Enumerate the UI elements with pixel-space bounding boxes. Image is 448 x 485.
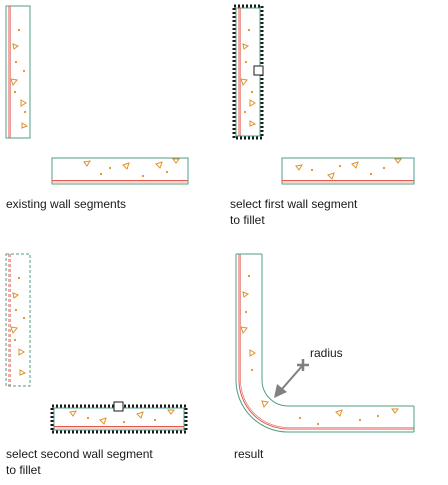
panel-result	[235, 253, 415, 433]
wall-outline	[5, 5, 31, 139]
wall-hatch	[69, 409, 175, 425]
wall-inner-line	[240, 254, 414, 428]
caption-select-second: select second wall segment to fillet	[6, 446, 153, 478]
filleted-wall	[235, 253, 415, 433]
caption-result: result	[234, 446, 263, 462]
panel-select-second	[5, 253, 188, 434]
caption-line: existing wall segments	[6, 197, 127, 211]
panel-select-first	[232, 4, 415, 185]
wall-outline	[281, 157, 415, 185]
wall-hatch	[10, 276, 27, 376]
previously-selected-vertical-wall	[5, 253, 31, 387]
panel-existing	[5, 5, 189, 185]
caption-line: to fillet	[230, 213, 265, 227]
radius-pointer	[274, 359, 309, 398]
wall-hatch	[83, 158, 180, 178]
radius-arrowhead-icon	[274, 384, 287, 398]
caption-select-first: select first wall segment to fillet	[230, 196, 357, 228]
caption-line: to fillet	[6, 463, 41, 477]
wall-hatch	[295, 158, 402, 180]
selected-horizontal-wall	[50, 401, 188, 434]
selected-vertical-wall	[232, 4, 264, 140]
radius-leader-line	[281, 364, 304, 390]
caption-line: select second wall segment	[6, 447, 153, 461]
pick-box-icon[interactable]	[113, 401, 124, 412]
wall-hatch	[240, 274, 399, 426]
wall-inner-line	[238, 254, 414, 430]
pick-box-icon[interactable]	[253, 65, 264, 76]
wall-hatch	[10, 28, 29, 129]
horizontal-wall-segment	[51, 157, 189, 185]
vertical-wall-segment	[5, 5, 31, 139]
wall-hatch	[240, 28, 257, 127]
horizontal-wall-segment	[281, 157, 415, 185]
caption-existing: existing wall segments	[6, 196, 126, 212]
caption-line: result	[234, 447, 264, 461]
wall-outline-dashed	[5, 253, 31, 387]
wall-outer-edge	[235, 254, 414, 433]
caption-line: select first wall segment	[230, 197, 358, 211]
radius-label: radius	[310, 346, 343, 360]
wall-outline	[51, 157, 189, 185]
wall-inner-edge	[261, 254, 414, 407]
